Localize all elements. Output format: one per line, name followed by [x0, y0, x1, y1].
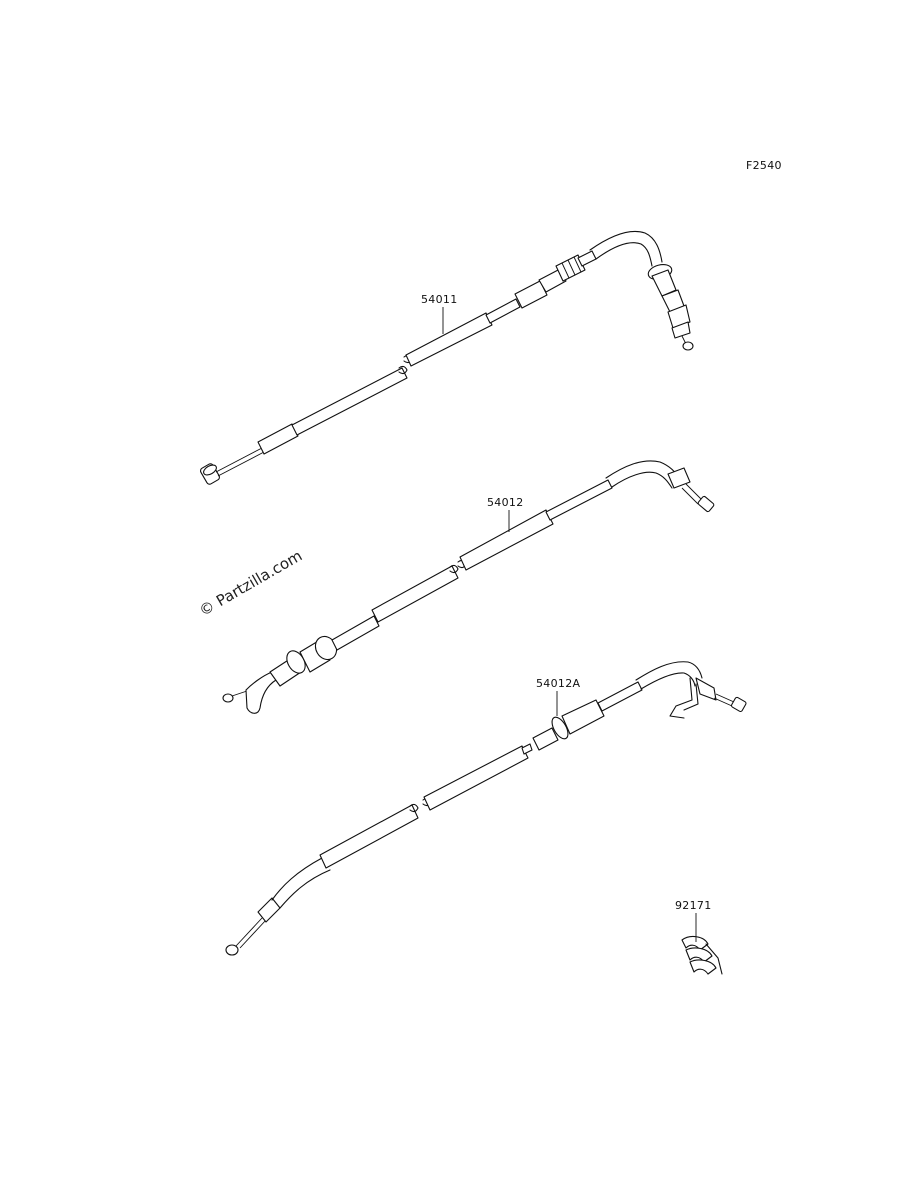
cable-end-nipple: [222, 693, 234, 703]
cable-54011[interactable]: [199, 231, 694, 486]
part-label-92171[interactable]: 92171: [675, 899, 712, 912]
cable-54012a[interactable]: [225, 661, 747, 956]
part-label-54011[interactable]: 54011: [421, 293, 458, 306]
part-label-54012a[interactable]: 54012A: [536, 677, 581, 690]
cable-54012[interactable]: [222, 460, 715, 714]
cable-end-nipple: [225, 944, 239, 956]
clamp-92171[interactable]: [681, 935, 723, 975]
figure-code: F2540: [746, 159, 782, 172]
part-label-54012[interactable]: 54012: [487, 496, 524, 509]
